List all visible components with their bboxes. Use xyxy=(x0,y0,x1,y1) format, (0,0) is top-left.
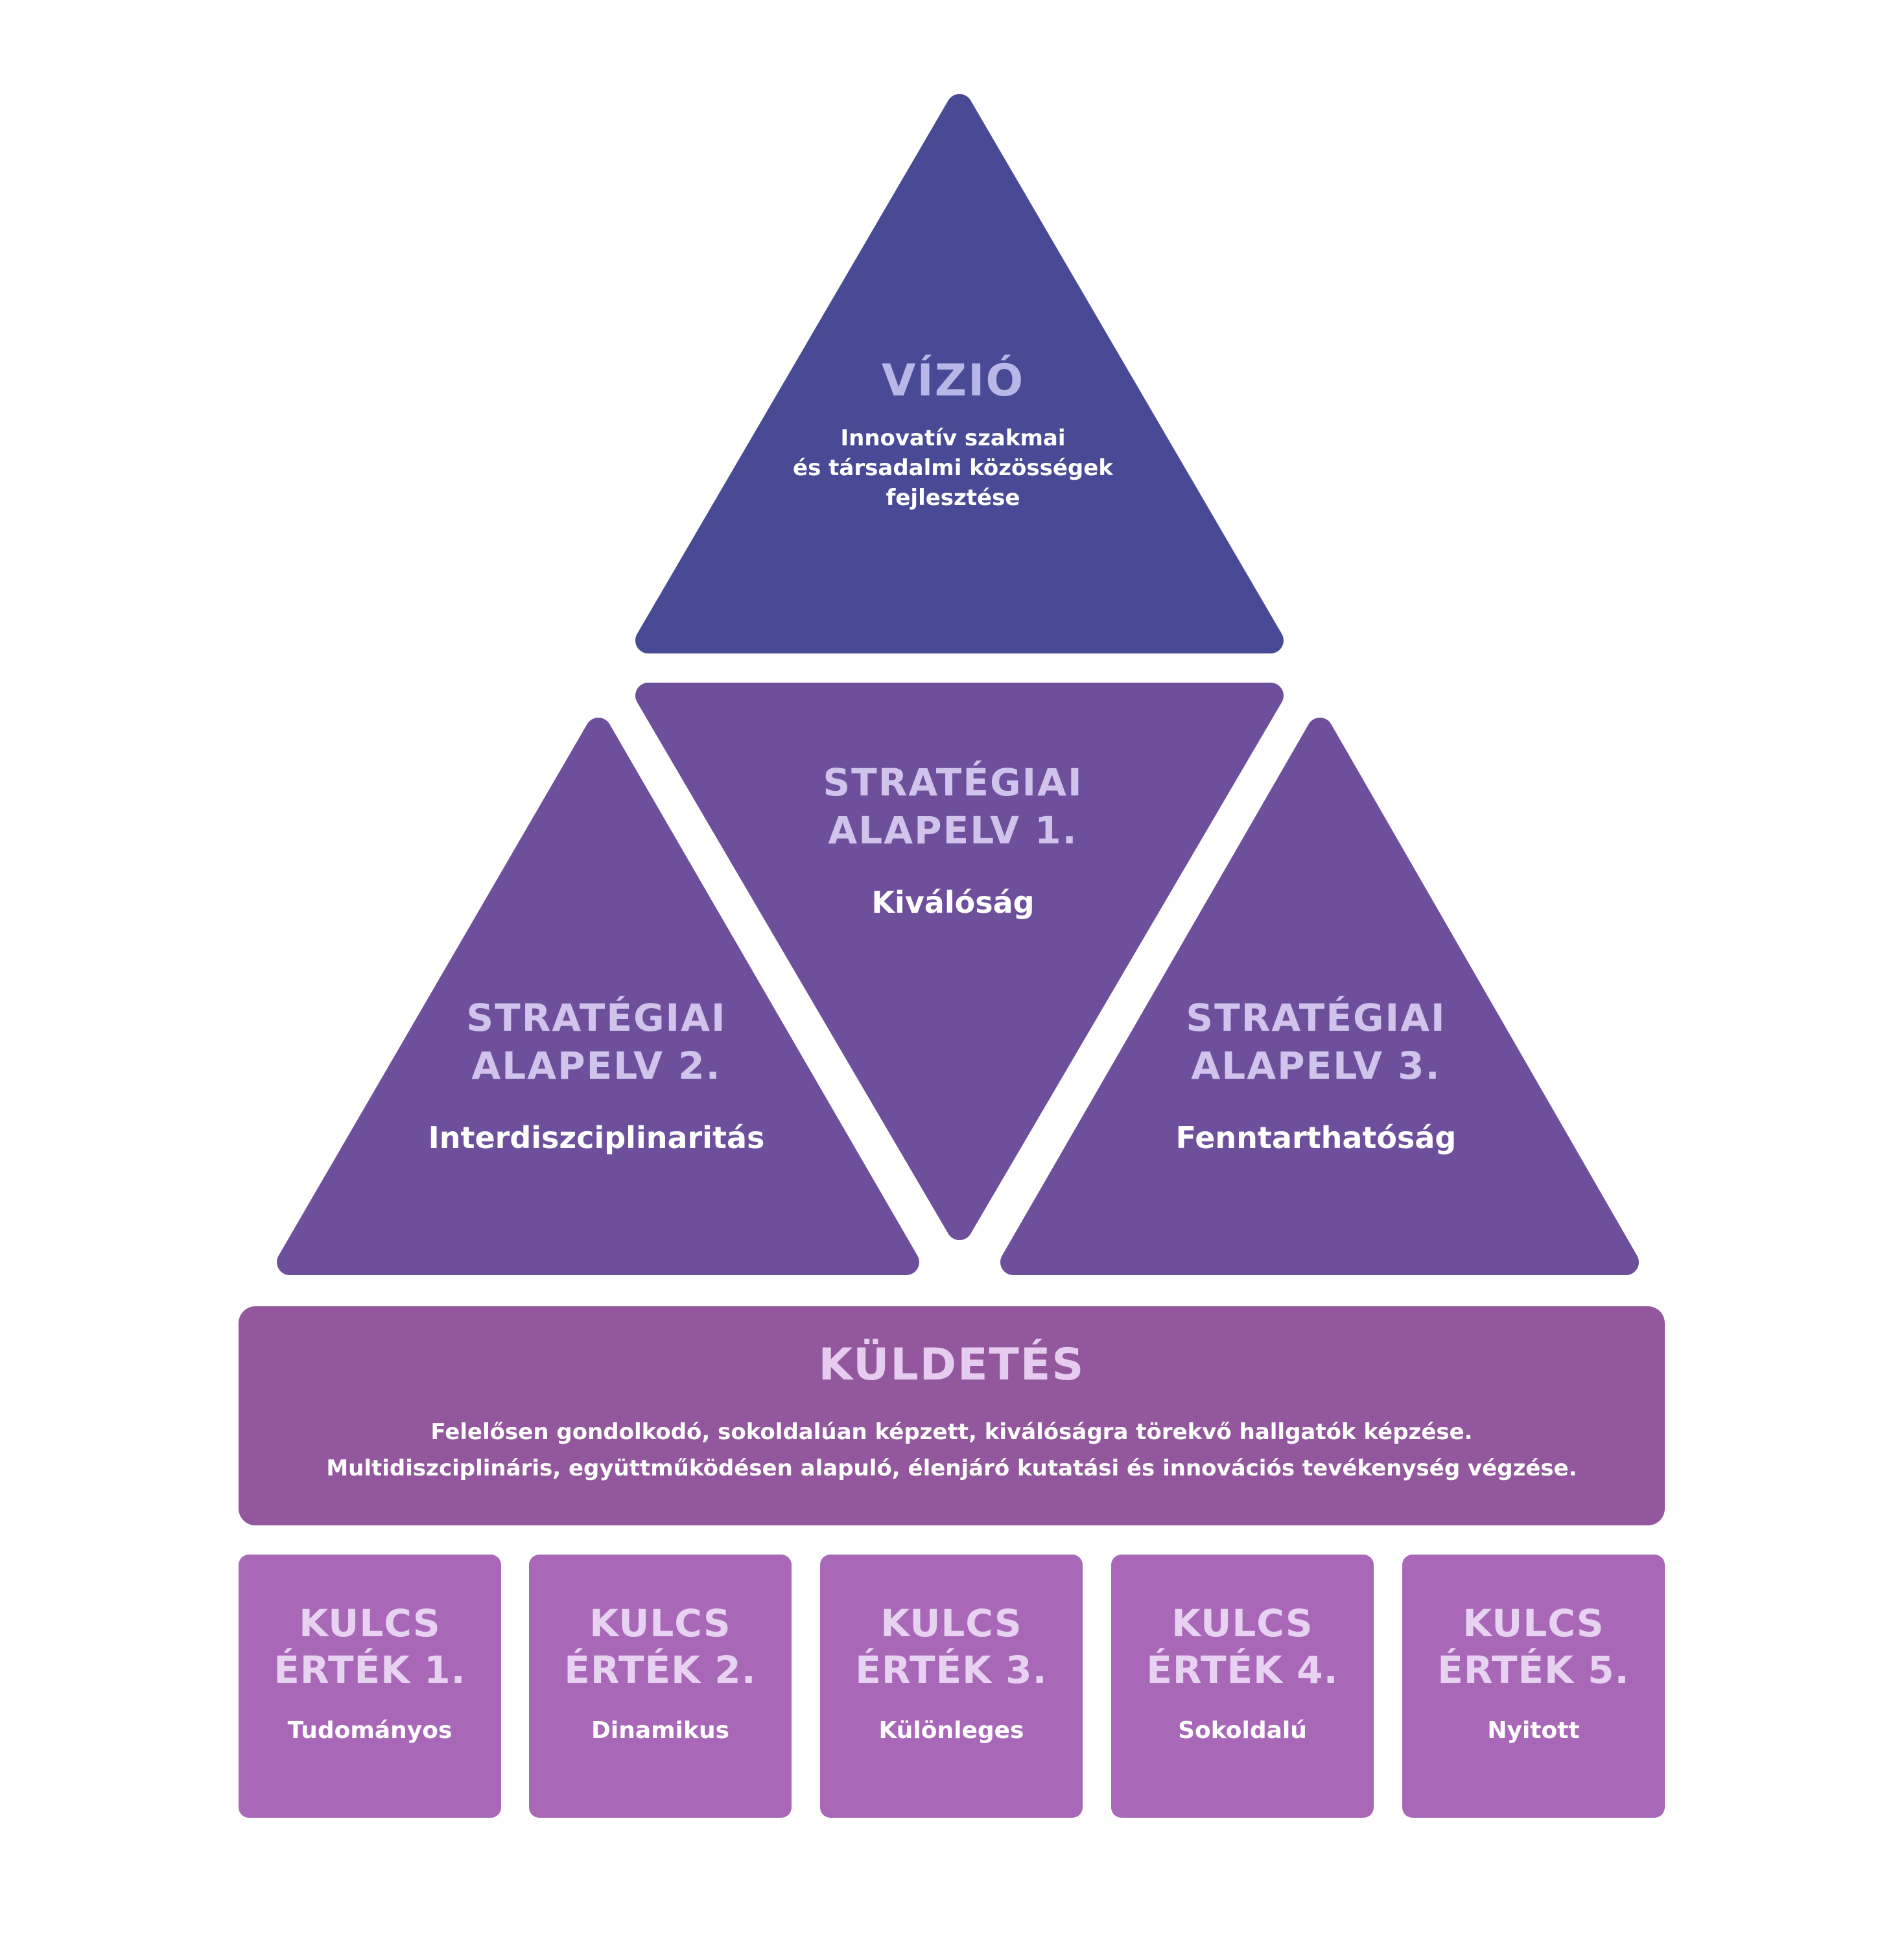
key-value-box-2: KULCS ÉRTÉK 2. Dinamikus xyxy=(529,1555,792,1818)
key-value-box-4: KULCS ÉRTÉK 4. Sokoldalú xyxy=(1111,1555,1374,1818)
key-value-title: KULCS ÉRTÉK 5. xyxy=(1402,1600,1665,1693)
strategy-2-text: Interdiszciplinaritás xyxy=(428,1120,765,1155)
key-value-title-line: KULCS xyxy=(589,1601,731,1645)
vision-line: és társadalmi közösségek xyxy=(793,455,1113,481)
key-value-text: Tudományos xyxy=(287,1717,452,1744)
mission-box xyxy=(239,1306,1665,1525)
strategy-1-triangle xyxy=(635,683,1284,1240)
key-value-title-line: KULCS xyxy=(1463,1601,1604,1645)
strategy-2-title-line: ALAPELV 2. xyxy=(471,1044,722,1088)
key-value-title-line: ÉRTÉK 4. xyxy=(1146,1648,1339,1692)
strategy-2-title-line: STRATÉGIAI xyxy=(466,996,727,1040)
key-value-text: Nyitott xyxy=(1487,1717,1580,1744)
key-value-title-line: ÉRTÉK 3. xyxy=(855,1648,1048,1692)
key-value-title-line: KULCS xyxy=(1171,1601,1313,1645)
strategy-3-title-line: STRATÉGIAI xyxy=(1186,996,1446,1040)
vision-line: Innovatív szakmai xyxy=(840,425,1066,451)
vision-description: Innovatív szakmai és társadalmi közösség… xyxy=(758,423,1147,513)
vision-title: VÍZIÓ xyxy=(881,355,1025,406)
strategy-3-triangle xyxy=(1000,718,1639,1275)
key-value-title: KULCS ÉRTÉK 1. xyxy=(239,1600,501,1693)
key-value-box-5: KULCS ÉRTÉK 5. Nyitott xyxy=(1402,1555,1665,1818)
strategy-3-title-line: ALAPELV 3. xyxy=(1191,1044,1441,1088)
key-value-title-line: KULCS xyxy=(880,1601,1022,1645)
key-value-title: KULCS ÉRTÉK 3. xyxy=(820,1600,1083,1693)
strategy-1-title-line: STRATÉGIAI xyxy=(823,760,1083,805)
vision-triangle xyxy=(635,94,1284,653)
key-value-box-3: KULCS ÉRTÉK 3. Különleges xyxy=(820,1555,1083,1818)
strategy-2-triangle xyxy=(277,718,919,1275)
vision-line: fejlesztése xyxy=(886,485,1020,511)
key-value-title-line: ÉRTÉK 2. xyxy=(564,1648,757,1692)
key-value-title-line: ÉRTÉK 1. xyxy=(274,1648,466,1692)
key-value-title: KULCS ÉRTÉK 4. xyxy=(1111,1600,1374,1693)
key-value-title-line: ÉRTÉK 5. xyxy=(1437,1648,1630,1692)
strategy-3-title: STRATÉGIAI ALAPELV 3. xyxy=(1089,994,1543,1090)
key-value-text: Dinamikus xyxy=(591,1717,729,1744)
key-value-title: KULCS ÉRTÉK 2. xyxy=(529,1600,792,1693)
mission-line: Felelősen gondolkodó, sokoldalúan képzet… xyxy=(430,1419,1473,1445)
key-value-box-1: KULCS ÉRTÉK 1. Tudományos xyxy=(239,1555,501,1818)
strategy-3-text: Fenntarthatóság xyxy=(1175,1120,1457,1155)
strategy-2-title: STRATÉGIAI ALAPELV 2. xyxy=(370,994,823,1090)
mission-line: Multidiszciplináris, együttműködésen ala… xyxy=(326,1455,1577,1481)
strategy-1-title-line: ALAPELV 1. xyxy=(828,808,1078,852)
mission-title: KÜLDETÉS xyxy=(818,1339,1085,1391)
key-value-text: Sokoldalú xyxy=(1178,1717,1307,1744)
key-value-title-line: KULCS xyxy=(299,1601,441,1645)
strategy-1-title: STRATÉGIAI ALAPELV 1. xyxy=(726,758,1180,854)
strategy-1-text: Kiválóság xyxy=(871,885,1035,920)
key-value-text: Különleges xyxy=(878,1717,1024,1744)
